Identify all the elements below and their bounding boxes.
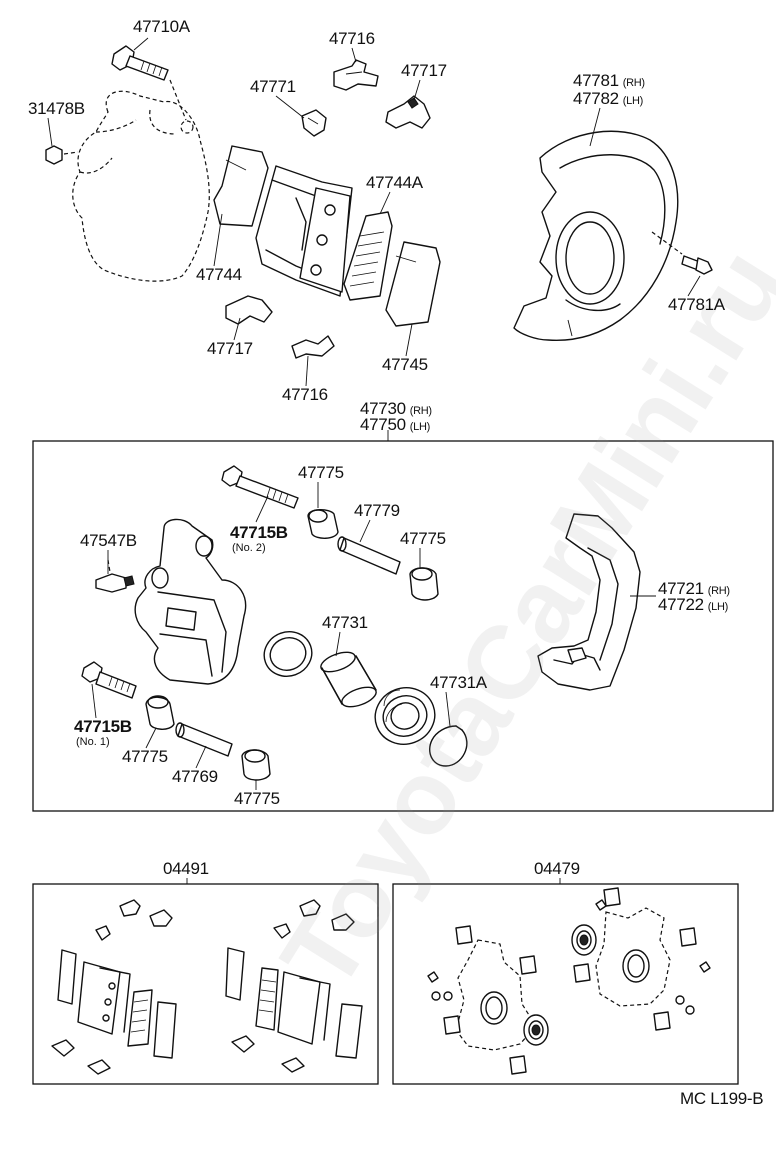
pad-47744 — [213, 145, 269, 227]
label-47775-b: 47775 — [400, 529, 446, 548]
label-47775-d: 47775 — [234, 789, 280, 808]
bolt-47715b-no2 — [221, 465, 299, 509]
label-47547b: 47547B — [80, 531, 137, 550]
label-47716-top: 47716 — [329, 29, 375, 48]
label-47781: 47781(RH) — [573, 71, 645, 90]
pin-47769 — [175, 722, 233, 757]
dust-cover-47781 — [513, 130, 679, 342]
label-47710a: 47710A — [133, 17, 190, 36]
label-47781a: 47781A — [668, 295, 725, 314]
label-47716-bottom: 47716 — [282, 385, 328, 404]
snap-ring — [428, 725, 468, 767]
label-47782: 47782(LH) — [573, 89, 643, 108]
bushing-47775-c — [145, 695, 175, 730]
pin-47779 — [337, 536, 401, 575]
caliper-outline — [72, 90, 210, 282]
clip-47716-top — [333, 59, 379, 91]
caliper-body — [134, 518, 247, 685]
seal-47731 — [263, 631, 313, 677]
label-47771: 47771 — [250, 77, 296, 96]
bushing-47775-b — [409, 567, 439, 601]
clip-47717-top — [385, 95, 431, 129]
bracket-47721 — [537, 513, 641, 691]
caliper-assembly-frame — [32, 440, 774, 812]
label-47744a: 47744A — [366, 173, 423, 192]
bushing-47775-d — [241, 749, 271, 781]
label-47775-c: 47775 — [122, 747, 168, 766]
label-04491: 04491 — [163, 859, 209, 878]
label-47779: 47779 — [354, 501, 400, 520]
label-47717-bottom: 47717 — [207, 339, 253, 358]
shim-47744a — [343, 211, 393, 301]
label-47750: 47750(LH) — [360, 415, 430, 434]
pad-with-shim — [255, 165, 353, 297]
label-47715b-no2-sub: (No. 2) — [232, 542, 266, 554]
seal-kit-frame — [392, 883, 739, 1085]
label-47775-a: 47775 — [298, 463, 344, 482]
seal-kit-parts — [427, 887, 711, 1075]
bolt-47715b-no1 — [81, 661, 137, 699]
bolt-47710a — [111, 45, 187, 121]
diagram-code: MC L199-B — [680, 1089, 764, 1108]
label-31478b: 31478B — [28, 99, 85, 118]
bolt-47781a — [651, 231, 713, 275]
bleeder-47547b — [95, 559, 135, 593]
pad-47745 — [385, 241, 441, 327]
pad-kit-parts — [51, 899, 363, 1075]
label-47715b-no2: 47715B — [230, 523, 288, 542]
label-47731a: 47731A — [430, 673, 487, 692]
label-47722: 47722(LH) — [658, 595, 728, 614]
piston — [320, 651, 377, 708]
pad-kit-frame — [32, 883, 379, 1085]
label-47721: 47721(RH) — [658, 579, 730, 598]
clip-47717-bottom — [225, 295, 273, 325]
label-47715b-no1: 47715B — [74, 717, 132, 736]
label-04479: 04479 — [534, 859, 580, 878]
label-47730: 47730(RH) — [360, 399, 432, 418]
label-47744: 47744 — [196, 265, 242, 284]
label-47769: 47769 — [172, 767, 218, 786]
clip-47716-bottom — [291, 335, 335, 359]
label-47717-top: 47717 — [401, 61, 447, 80]
label-47715b-no1-sub: (No. 1) — [76, 736, 110, 748]
label-47745: 47745 — [382, 355, 428, 374]
clip-47771 — [301, 109, 327, 137]
bushing-47775-a — [307, 509, 339, 539]
nut-31478b — [45, 145, 79, 165]
boot-47731a — [374, 687, 436, 745]
label-47731: 47731 — [322, 613, 368, 632]
